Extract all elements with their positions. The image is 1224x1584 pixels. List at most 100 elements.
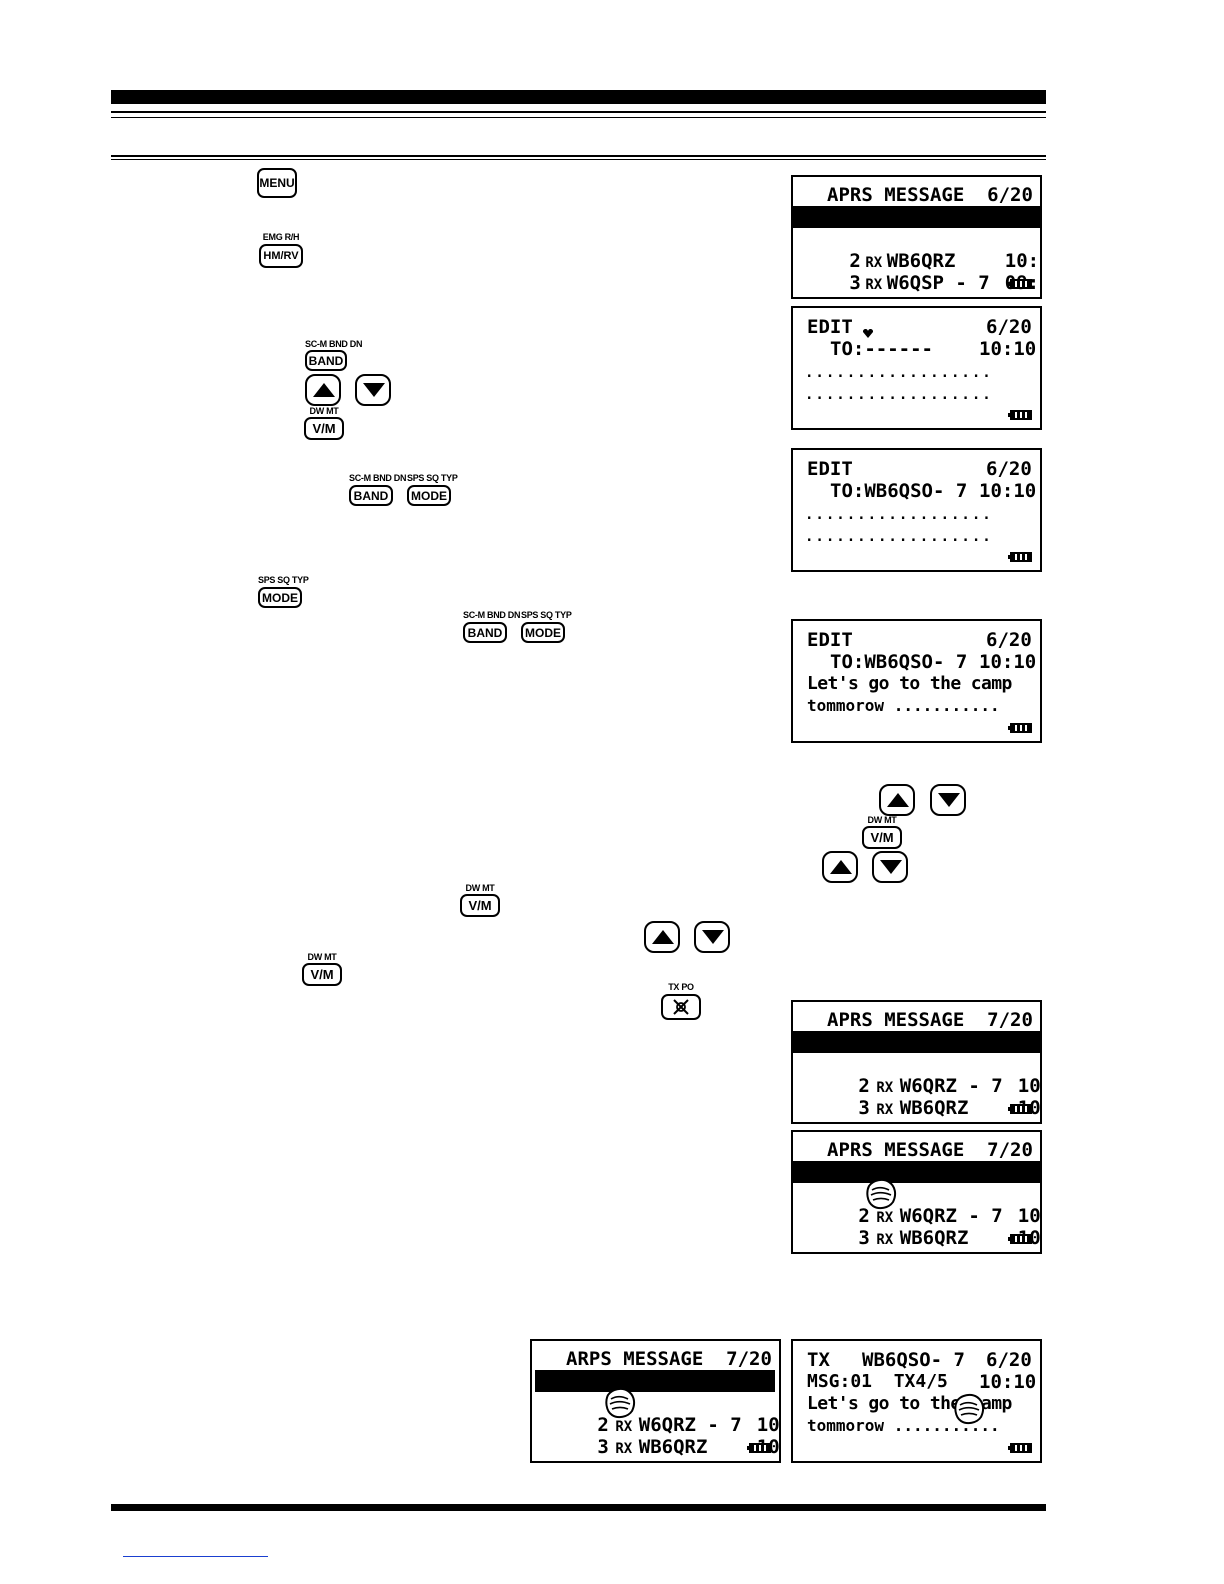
lcd-message-line: .................. <box>805 504 1040 526</box>
lcd-time: 10:10 <box>979 338 1040 360</box>
vm-key-label-4: DW MT <box>302 952 342 962</box>
tx-po-key-icon: TX PO <box>661 982 701 1020</box>
up-triangle-icon <box>830 860 852 874</box>
menu-key-icon: MENU <box>257 168 297 198</box>
down-arrow-key-icon-2 <box>930 784 966 816</box>
lcd-edit-blank: EDIT 6/20 TO:------ 10:10 ..............… <box>791 306 1042 430</box>
lcd-count: 6/20 <box>986 1349 1040 1371</box>
band-key-cap-3: BAND <box>463 622 507 643</box>
lcd-message-list-3: APRS MESSAGE 7/20 1TX*WB6QSO- 710:10 2RX… <box>791 1130 1042 1254</box>
hm-rv-key-icon: EMG R/H HM/RV <box>259 232 303 268</box>
lcd-header: APRS MESSAGE 7/20 <box>827 1139 1040 1161</box>
lcd-message-line: tommorow ........... <box>807 695 1040 717</box>
battery-icon <box>1008 722 1032 734</box>
down-arrow-key-icon <box>355 374 391 406</box>
band-key-label-3: SC-M BND DN <box>463 610 507 620</box>
band-key-icon: SC-M BND DN BAND <box>305 339 347 371</box>
lcd-message-line: tommorow ........... <box>807 1415 1040 1437</box>
lcd-message-line: .................. <box>805 362 1040 384</box>
battery-icon <box>1008 409 1032 421</box>
band-key-icon-2: SC-M BND DN BAND <box>349 473 393 506</box>
vm-key-label: DW MT <box>304 406 344 416</box>
mode-key-label-3: SPS SQ TYP <box>521 610 565 620</box>
up-triangle-icon <box>887 793 909 807</box>
band-key-icon-3: SC-M BND DN BAND <box>463 610 507 643</box>
mode-key-cap: MODE <box>407 485 451 506</box>
hm-rv-key-cap: HM/RV <box>259 244 303 268</box>
lcd-header: APRS MESSAGE 7/20 <box>827 1009 1040 1031</box>
lcd-time: 10:10 <box>979 651 1040 673</box>
vm-key-cap-4: V/M <box>302 963 342 986</box>
mode-key-label: SPS SQ TYP <box>407 473 451 483</box>
battery-icon <box>1008 1233 1032 1245</box>
up-triangle-icon <box>313 383 335 397</box>
battery-icon <box>1008 278 1032 290</box>
down-triangle-icon <box>880 860 902 874</box>
lcd-message-line: Let's go to the camp <box>807 673 1040 695</box>
vm-key-cap-2: V/M <box>862 826 902 849</box>
down-arrow-key-icon-3 <box>872 851 908 883</box>
lcd-list-row: 3RXWB6QRZ10:00 <box>535 1414 779 1436</box>
lcd-edit-callsign: EDIT 6/20 TO:WB6QSO- 7 10:10 ...........… <box>791 448 1042 572</box>
header-thin-rule-1 <box>111 111 1046 113</box>
lcd-message-line: Let's go to the camp <box>807 1393 1040 1415</box>
mode-key-label-2: SPS SQ TYP <box>258 575 302 585</box>
up-arrow-key-icon-4 <box>644 921 680 953</box>
blinking-finger-icon <box>951 1391 989 1427</box>
lcd-time: 10:10 <box>979 1371 1040 1393</box>
mode-key-cap-2: MODE <box>258 587 302 608</box>
blinking-finger-icon <box>602 1385 640 1421</box>
band-key-label: SC-M BND DN <box>305 339 347 349</box>
lcd-edit-message: EDIT 6/20 TO:WB6QSO- 7 10:10 Let's go to… <box>791 619 1042 743</box>
lcd-count: 6/20 <box>986 629 1040 651</box>
header-thick-rule <box>111 90 1046 104</box>
vm-key-label-2: DW MT <box>862 815 902 825</box>
lcd-list-row: 2RXW6QRZ - 710:03 <box>793 1053 1040 1075</box>
band-key-cap-2: BAND <box>349 485 393 506</box>
down-triangle-icon <box>938 793 960 807</box>
section-rule <box>111 155 1046 157</box>
menu-key-cap: MENU <box>257 168 297 198</box>
vm-key-icon: DW MT V/M <box>304 406 344 440</box>
footer-link-underline[interactable] <box>123 1555 268 1557</box>
lcd-message-list-2: APRS MESSAGE 7/20 1TX4WB6QSO- 710:10 2RX… <box>791 1000 1042 1124</box>
transmit-symbol-icon <box>671 998 691 1016</box>
lcd-edit-title: EDIT <box>807 316 887 338</box>
lcd-count: 6/20 <box>986 316 1040 338</box>
vm-key-icon-3: DW MT V/M <box>460 883 500 917</box>
vm-key-cap: V/M <box>304 417 344 440</box>
down-triangle-icon <box>702 930 724 944</box>
lcd-tx-detail: TX WB6QSO- 7 6/20 MSG:01 TX4/5 10:10 Let… <box>791 1339 1042 1463</box>
vm-key-label-3: DW MT <box>460 883 500 893</box>
mode-key-icon-2: SPS SQ TYP MODE <box>258 575 302 608</box>
battery-icon <box>1008 551 1032 563</box>
battery-icon <box>747 1442 771 1454</box>
down-triangle-icon <box>363 383 385 397</box>
lcd-list-row: 3RXWB6QRZ10:00 <box>793 1205 1040 1227</box>
header-thin-rule-2 <box>111 117 1046 118</box>
up-triangle-icon <box>652 930 674 944</box>
tx-po-key-label: TX PO <box>661 982 701 992</box>
lcd-list-row: 1TX*WB6QSO- 710:10 <box>793 1161 1040 1183</box>
band-key-cap: BAND <box>305 350 347 371</box>
tx-po-key-cap <box>661 994 701 1020</box>
lcd-header: APRS MESSAGE 6/20 <box>827 184 1040 206</box>
mode-key-icon-3: SPS SQ TYP MODE <box>521 610 565 643</box>
band-key-label-2: SC-M BND DN <box>349 473 393 483</box>
battery-icon <box>1008 1442 1032 1454</box>
lcd-count: 6/20 <box>986 458 1040 480</box>
up-arrow-key-icon <box>305 374 341 406</box>
mode-key-icon: SPS SQ TYP MODE <box>407 473 451 506</box>
mode-key-cap-3: MODE <box>521 622 565 643</box>
vm-key-icon-4: DW MT V/M <box>302 952 342 986</box>
lcd-header: ARPS MESSAGE 7/20 <box>566 1348 779 1370</box>
lcd-list-row: 3RXWB6QRZ10:00 <box>793 1075 1040 1097</box>
